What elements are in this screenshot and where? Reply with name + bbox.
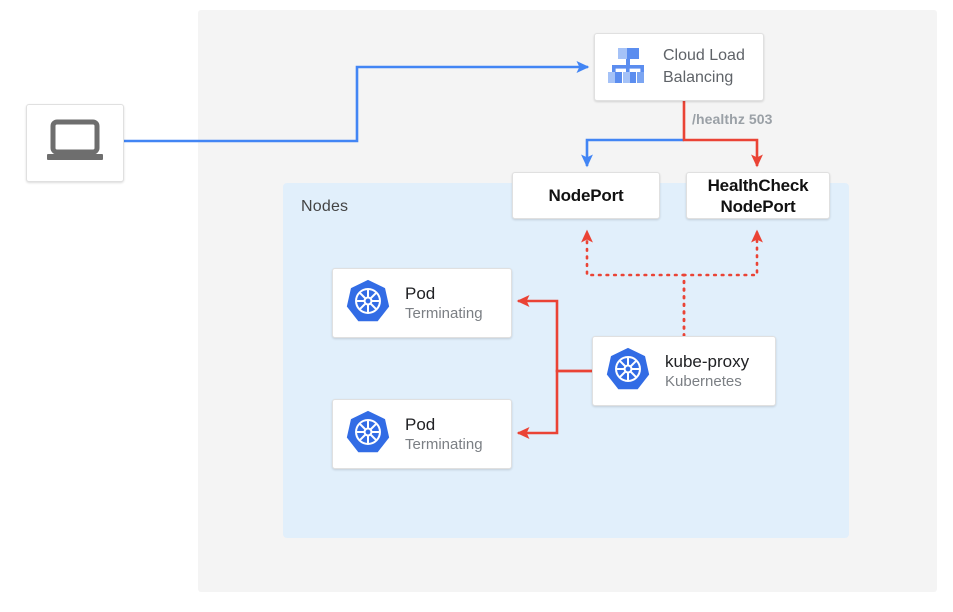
cloud-load-balancing-label: Cloud Load Balancing — [663, 45, 745, 89]
cloud-load-balancing-node[interactable]: Cloud Load Balancing — [594, 33, 764, 101]
kube-proxy-title: kube-proxy — [665, 351, 750, 371]
healthcheck-nodeport-label: HealthCheck NodePort — [708, 175, 809, 217]
healthcheck-nodeport-line1: HealthCheck — [707, 175, 809, 195]
nodeport-node[interactable]: NodePort — [512, 172, 660, 219]
kube-proxy-text: kube-proxy Kubernetes — [665, 351, 749, 392]
laptop-icon — [44, 119, 106, 168]
healthcheck-nodeport-line2: NodePort — [720, 196, 796, 216]
client-node[interactable] — [26, 104, 124, 182]
pod-title: Pod — [405, 283, 436, 303]
pod-status: Terminating — [405, 435, 483, 453]
cloud-load-balancing-icon — [605, 45, 649, 90]
nodes-region-label: Nodes — [301, 198, 349, 215]
pod-text: Pod Terminating — [405, 414, 483, 455]
kubernetes-icon — [605, 346, 651, 397]
kube-proxy-subtitle: Kubernetes — [665, 372, 742, 390]
kubernetes-icon — [345, 278, 391, 329]
pod-status: Terminating — [405, 304, 483, 322]
nodeport-label: NodePort — [548, 185, 624, 205]
pod-node[interactable]: Pod Terminating — [332, 268, 512, 338]
pod-node[interactable]: Pod Terminating — [332, 399, 512, 469]
healthz-edge-label: /healthz 503 — [692, 111, 773, 127]
cloud-load-balancing-line1: Cloud Load — [663, 47, 745, 64]
pod-text: Pod Terminating — [405, 283, 483, 324]
kubernetes-icon — [345, 409, 391, 460]
healthcheck-nodeport-node[interactable]: HealthCheck NodePort — [686, 172, 830, 219]
kube-proxy-node[interactable]: kube-proxy Kubernetes — [592, 336, 776, 406]
cloud-load-balancing-line2: Balancing — [663, 69, 734, 86]
pod-title: Pod — [405, 414, 436, 434]
